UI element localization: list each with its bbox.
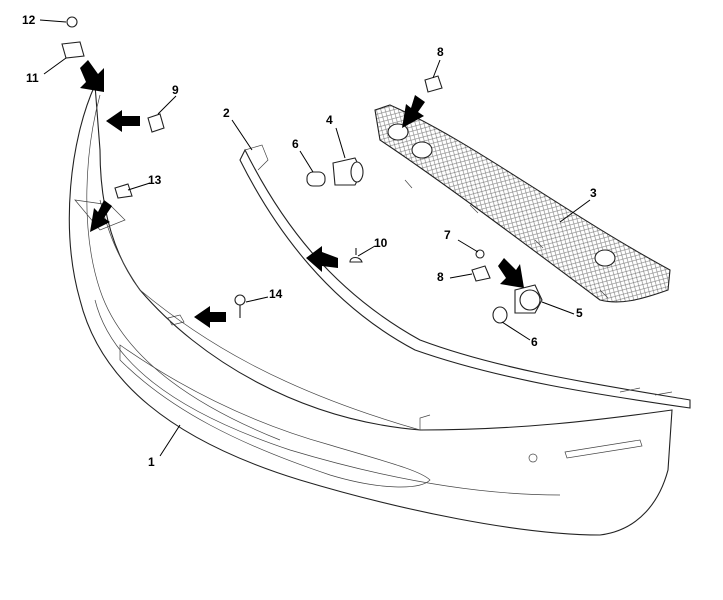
callout-11: 10 [374,236,388,250]
callout-2: 2 [223,106,230,120]
callout-8: 8 [437,270,444,284]
parking-sensor-parts [306,157,543,324]
callout-15: 14 [269,287,283,301]
callout-5: 5 [576,306,583,320]
grille-mesh [374,104,671,303]
bumper-cover [68,84,673,536]
callout-4: 4 [326,113,333,127]
callout-3: 3 [590,186,597,200]
callout-10: 9 [172,83,179,97]
callout-7: 7 [444,228,451,242]
bumper-support-strip [239,144,691,409]
leader-lines [39,19,591,457]
direction-arrows [80,60,524,328]
callout-12: 11 [26,71,39,85]
callout-9: 8 [437,45,444,59]
callout-14: 13 [148,173,162,187]
callout-6b: 6 [531,335,538,349]
callout-6a: 6 [292,137,299,151]
callout-13: 12 [22,13,36,27]
callout-1: 1 [148,455,155,469]
